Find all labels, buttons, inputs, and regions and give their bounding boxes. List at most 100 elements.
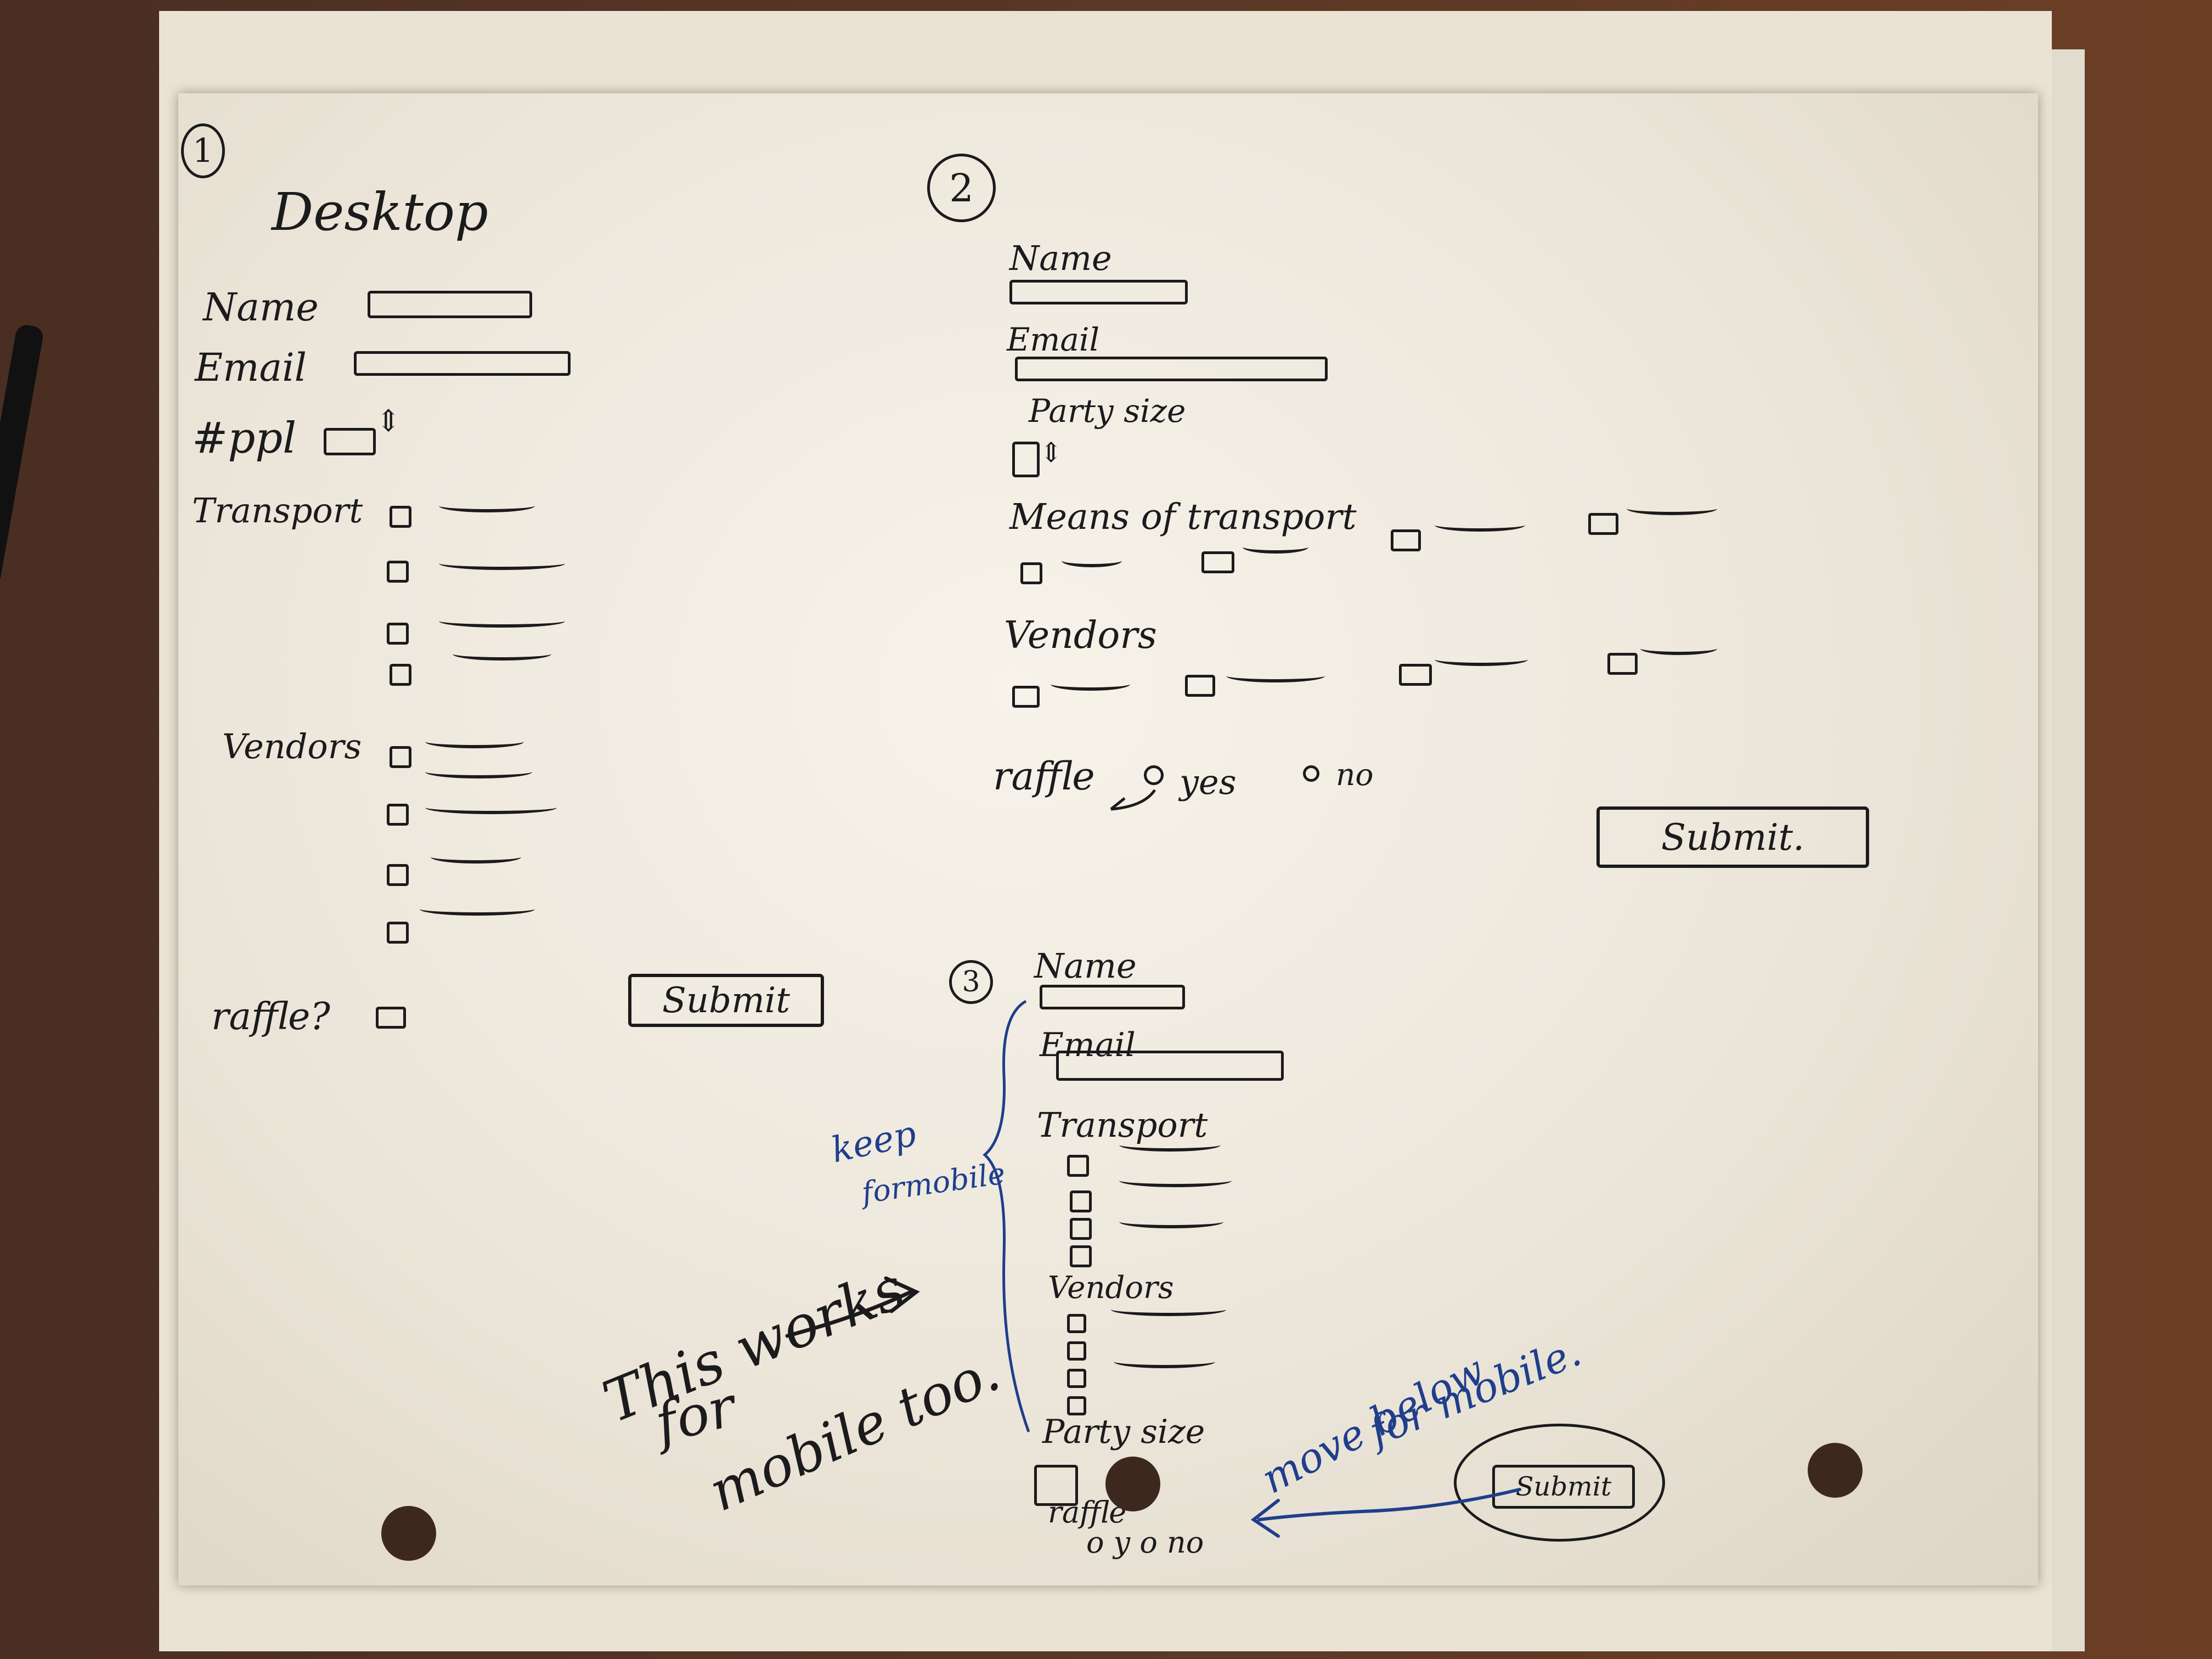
sketch-3-vendors-option-line <box>1114 1355 1215 1368</box>
sketch-3-party-label: Party size <box>1042 1413 1205 1451</box>
sketch-paper: 1 Desktop Name Email #ppl ⇕ Transport Ve… <box>178 93 2038 1585</box>
sketch-2-party-stepper <box>1012 442 1040 477</box>
sketch-1-title: Desktop <box>272 182 488 242</box>
sketch-2-raffle-yes-label: yes <box>1180 762 1237 802</box>
sketch-1-transport-option-line <box>439 557 565 570</box>
punch-hole <box>1105 1457 1160 1511</box>
sketch-2-transport-option-line <box>1243 540 1308 554</box>
sketch-2-vendors-checkbox <box>1607 653 1638 675</box>
sketch-3-vendors-checkbox <box>1067 1369 1086 1388</box>
sketch-2-transport-option-line <box>1627 502 1717 515</box>
punch-hole <box>381 1506 436 1561</box>
sketch-1-submit-button: Submit <box>628 974 824 1027</box>
sketch-3-transport-checkbox <box>1070 1190 1092 1212</box>
sketch-2-number-text: 2 <box>949 165 974 211</box>
sketch-2-vendors-option-line <box>1640 642 1717 655</box>
sketch-1-transport-checkbox <box>387 561 409 583</box>
sketch-2-raffle-no-label: no <box>1336 757 1374 792</box>
sketch-1-transport-label: Transport <box>192 490 363 531</box>
sketch-1-email-label: Email <box>195 345 307 390</box>
sketch-3-email-label: Email <box>1040 1026 1136 1064</box>
sketch-1-vendors-option-line <box>431 850 521 864</box>
sketch-1-stepper-arrows-icon: ⇕ <box>376 403 402 438</box>
sketch-2-email-label: Email <box>1007 321 1100 358</box>
pen <box>0 323 45 588</box>
sketch-3-submit-button: Submit <box>1492 1465 1635 1509</box>
sketch-2-transport-checkbox <box>1201 551 1234 573</box>
sketch-1-transport-option-line <box>439 614 565 628</box>
sketch-1-name-input <box>368 291 532 318</box>
sketch-2-name-label: Name <box>1009 238 1112 278</box>
sketch-3-submit-highlight-circle <box>1454 1424 1665 1542</box>
sketch-2-stepper-arrows-icon: ⇕ <box>1040 437 1063 469</box>
sketch-2-transport-label: Means of transport <box>1009 496 1357 538</box>
sketch-2-party-label: Party size <box>1029 392 1186 430</box>
sketch-3-transport-option-line <box>1119 1138 1221 1152</box>
sketch-2-vendors-checkbox <box>1399 664 1432 686</box>
sketch-1-vendors-checkbox <box>390 746 411 768</box>
sketch-1-email-input <box>354 351 571 376</box>
sketch-3-email-input <box>1056 1051 1284 1081</box>
sketch-3-name-label: Name <box>1034 946 1137 986</box>
sketch-2-number: 2 <box>927 154 996 222</box>
sketch-2-vendors-checkbox <box>1012 686 1040 708</box>
sketch-3-transport-option-line <box>1119 1174 1232 1187</box>
sketch-1-vendors-checkbox <box>387 922 409 944</box>
sketch-2-submit-button: Submit. <box>1596 806 1869 868</box>
sketch-strokes <box>785 789 1521 1538</box>
sketch-1-people-stepper <box>324 428 376 455</box>
sketch-3-name-input <box>1040 985 1185 1009</box>
sketch-2-vendors-option-line <box>1435 653 1528 666</box>
sketch-3-transport-label: Transport <box>1037 1105 1208 1145</box>
sketch-3-vendors-checkbox <box>1067 1341 1086 1361</box>
sketch-1-number: 1 <box>181 123 225 178</box>
sketch-1-vendors-option-line <box>425 801 557 814</box>
sketch-1-number-text: 1 <box>192 132 214 170</box>
sketch-3-transport-checkbox <box>1070 1218 1092 1240</box>
sketch-2-raffle-label: raffle <box>993 754 1095 799</box>
sketch-1-submit-label: Submit <box>662 980 790 1021</box>
sketch-1-raffle-label: raffle? <box>211 995 330 1039</box>
sketch-2-vendors-checkbox <box>1185 675 1215 697</box>
raffle-hook-arrow-icon <box>1110 789 1156 811</box>
sketch-2-submit-label: Submit. <box>1661 816 1805 859</box>
sketch-3-transport-checkbox <box>1067 1155 1089 1177</box>
sketch-3-transport-checkbox <box>1070 1245 1092 1267</box>
sketch-1-transport-checkbox <box>390 506 411 528</box>
sketch-2-raffle-no-radio <box>1303 765 1319 782</box>
sketch-3-vendors-label: Vendors <box>1048 1270 1174 1306</box>
sketch-1-transport-checkbox <box>390 664 411 686</box>
sketch-1-vendors-option-line <box>425 765 532 778</box>
sketch-2-transport-checkbox <box>1588 513 1618 535</box>
sketch-2-transport-option-line <box>1062 554 1122 567</box>
sketch-3-submit-label: Submit <box>1515 1471 1612 1502</box>
sketch-1-transport-option-line <box>453 647 551 661</box>
keep-brace-icon <box>983 1000 1030 1432</box>
sketch-3-raffle-options: o y o no <box>1086 1525 1204 1560</box>
sketch-2-vendors-option-line <box>1226 669 1325 682</box>
sketch-1-transport-option-line <box>439 499 535 512</box>
sketch-3-number: 3 <box>949 960 993 1004</box>
sketch-1-vendors-label: Vendors <box>222 726 362 766</box>
sketch-3-vendors-option-line <box>1111 1303 1226 1316</box>
sketch-2-raffle-yes-radio <box>1144 765 1164 785</box>
sketch-1-transport-checkbox <box>387 623 409 645</box>
sketch-2-vendors-option-line <box>1051 678 1130 691</box>
sketch-2-transport-checkbox <box>1391 529 1421 551</box>
sketch-3-transport-option-line <box>1119 1215 1223 1228</box>
sketch-2-email-input <box>1015 357 1328 381</box>
sketch-2-name-input <box>1009 280 1188 304</box>
sketch-1-people-label: #ppl <box>192 414 297 463</box>
sketch-3-vendors-checkbox <box>1067 1314 1086 1333</box>
sketch-2-transport-checkbox <box>1020 562 1042 584</box>
punch-hole <box>1808 1443 1863 1498</box>
sketch-2-vendors-label: Vendors <box>1004 614 1157 657</box>
sketch-1-vendors-checkbox <box>387 804 409 826</box>
sketch-2-transport-option-line <box>1435 518 1525 532</box>
sketch-1-vendors-checkbox <box>387 864 409 886</box>
sketch-3-party-input <box>1034 1465 1078 1506</box>
sketch-1-vendors-option-line <box>420 902 535 916</box>
sketch-1-raffle-checkbox <box>376 1007 406 1029</box>
move-arrow-icon <box>1250 1488 1521 1538</box>
sketch-3-vendors-checkbox <box>1067 1396 1086 1415</box>
